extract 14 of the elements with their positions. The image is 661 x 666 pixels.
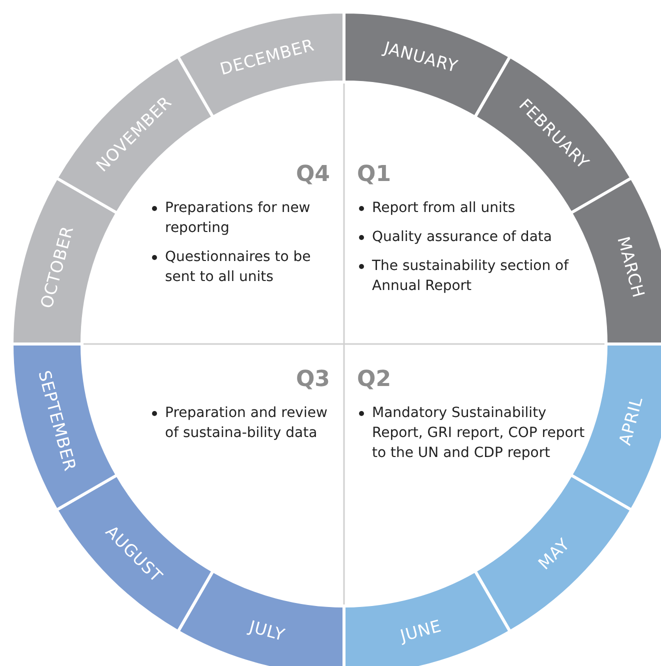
quarter-heading: Q3 xyxy=(294,367,330,393)
quarter-heading: Q4 xyxy=(294,162,330,188)
month-label: JULY xyxy=(247,617,287,645)
bullet-item: Preparations for new reporting xyxy=(150,198,330,238)
bullet-item: Preparation and review of sustaina-bility data xyxy=(150,403,330,443)
bullet-item: Report from all units xyxy=(357,198,597,218)
month-label: JUNE xyxy=(398,616,444,646)
quarter-heading: Q2 xyxy=(357,367,392,393)
bullet-item: The sustainability section of Annual Report xyxy=(357,256,597,296)
bullet-item: Quality assurance of data xyxy=(357,227,597,247)
bullet-item: Mandatory Sustainability Report, GRI report, COP report to the UN and CDP report xyxy=(357,403,597,463)
month-label: APRIL xyxy=(615,394,646,448)
month-label: MARCH xyxy=(614,234,648,300)
bullet-item: Questionnaires to be sent to all units xyxy=(150,247,330,287)
